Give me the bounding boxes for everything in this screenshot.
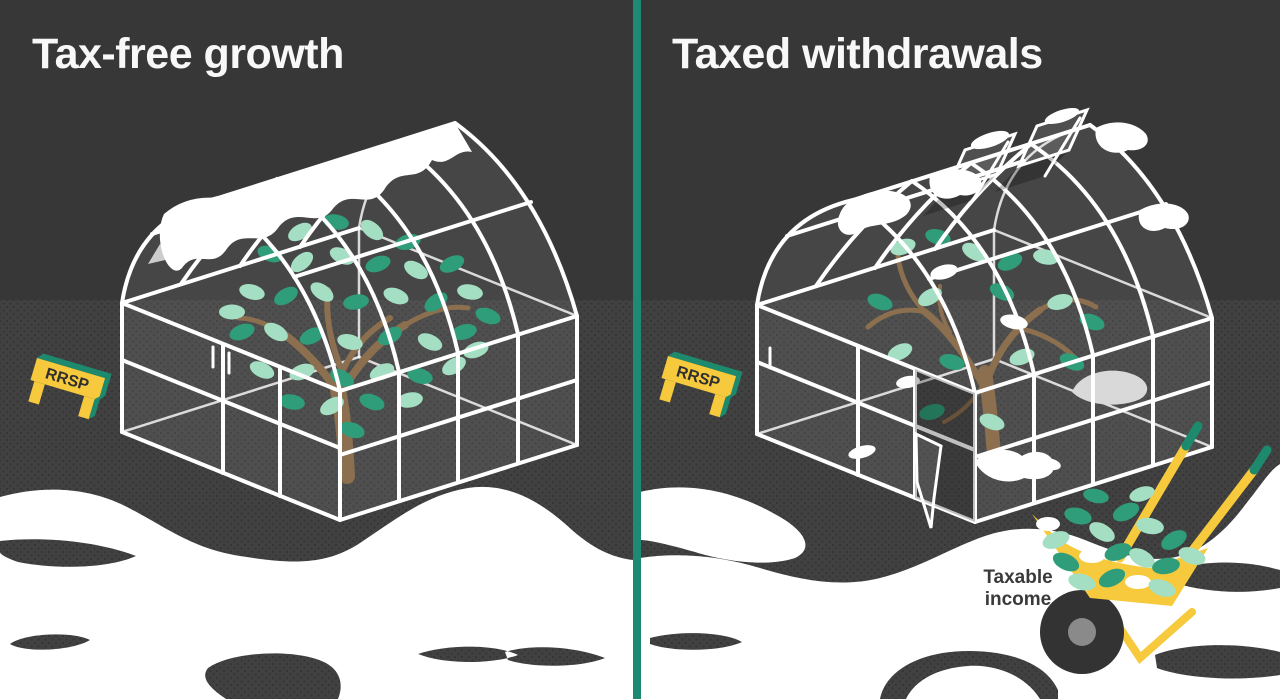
wheelbarrow-grip-b bbox=[1249, 445, 1272, 475]
right-panel-title: Taxed withdrawals bbox=[672, 30, 1043, 78]
wheelbarrow bbox=[1032, 421, 1272, 674]
greenhouse-right bbox=[755, 107, 1214, 529]
rrsp-sign-left: RRSP bbox=[28, 353, 112, 420]
left-panel-title: Tax-free growth bbox=[32, 30, 344, 78]
rrsp-sign-right: RRSP bbox=[659, 351, 743, 418]
wheelbarrow-grip-a bbox=[1181, 421, 1203, 451]
greenhouse-left bbox=[120, 121, 579, 522]
roof-vent-2 bbox=[995, 107, 1090, 192]
open-door-right bbox=[914, 369, 975, 529]
tree-left-canopy bbox=[219, 214, 501, 439]
snow-ground-left bbox=[0, 486, 633, 699]
panel-divider bbox=[633, 0, 641, 699]
wheelbarrow-handle-a bbox=[1115, 441, 1191, 563]
interior-snow-drift bbox=[1072, 370, 1148, 405]
tree-right bbox=[848, 229, 1148, 482]
wheelbarrow-hub bbox=[1068, 618, 1096, 646]
door-panel-open bbox=[914, 431, 943, 529]
wheelbarrow-leaves bbox=[1036, 486, 1206, 597]
taxable-income-label: Taxable income bbox=[983, 567, 1053, 610]
roof-snow-right bbox=[837, 122, 1189, 235]
roof-snow-left bbox=[148, 123, 473, 271]
